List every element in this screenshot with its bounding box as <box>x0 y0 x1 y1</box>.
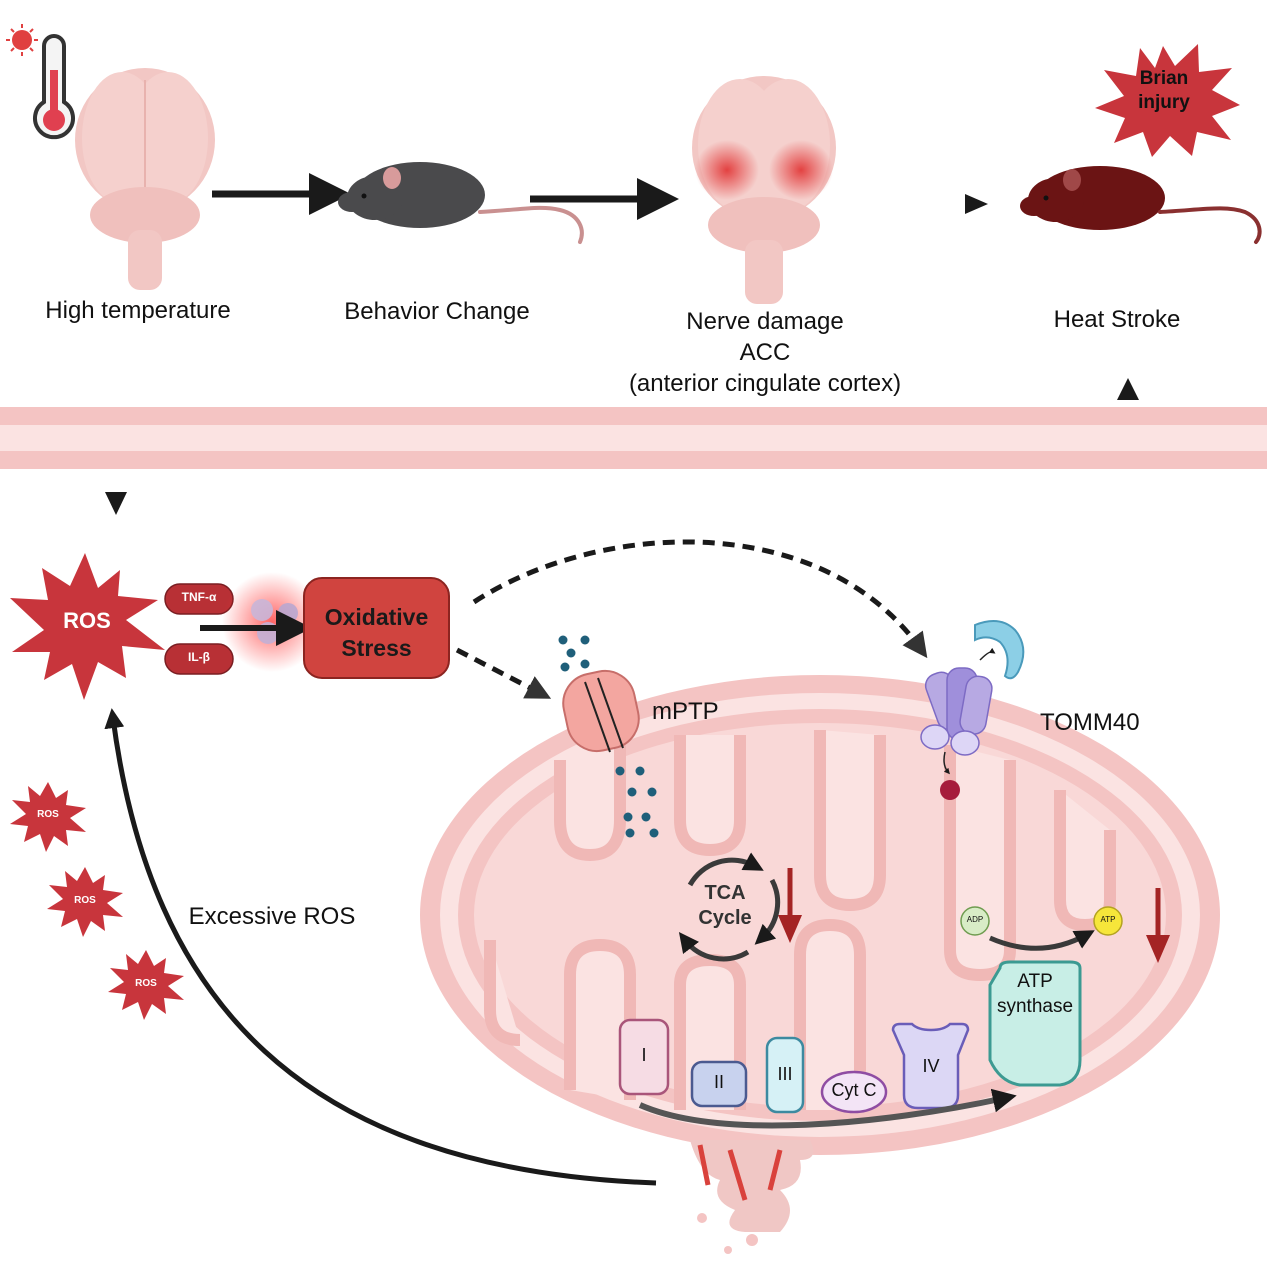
complex-III <box>765 1036 805 1114</box>
adp-molecule <box>960 906 990 936</box>
complex-IV <box>891 1022 970 1110</box>
thermometer-icon <box>33 34 75 140</box>
mouse-red-icon <box>1020 166 1262 244</box>
ros-small-bursts <box>10 782 184 1020</box>
label-tnf: TNF-α <box>181 590 217 604</box>
label-tca: TCA <box>704 882 746 904</box>
label-excessive-ros: Excessive ROS <box>188 903 356 930</box>
cytokine-il-pill <box>164 643 234 675</box>
label-ros-small-2: ROS <box>74 895 96 906</box>
label-mptp: mPTP <box>652 698 719 725</box>
label-complex-IV: IV <box>922 1056 940 1076</box>
cell-membrane <box>0 407 1267 469</box>
label-tomm40: TOMM40 <box>1040 709 1140 736</box>
brain-injury-burst <box>1095 44 1240 157</box>
label-complex-III: III <box>777 1064 793 1084</box>
complex-I <box>618 1018 670 1096</box>
ion-dots <box>558 635 659 838</box>
brain-acc-icon <box>692 76 836 304</box>
label-cyt-c: Cyt C <box>831 1080 877 1100</box>
arrow-electron-flow <box>638 1088 1017 1129</box>
down-arrow-tca <box>778 868 802 943</box>
label-stress: Stress <box>341 635 412 661</box>
label-heat-stroke: Heat Stroke <box>1053 306 1181 333</box>
oxidative-stress-box <box>303 577 450 679</box>
ros-burst <box>10 553 165 700</box>
label-oxidative: Oxidative <box>324 604 429 630</box>
tca-cycle-arrows <box>678 852 781 962</box>
label-adp: ADP <box>966 915 984 924</box>
mptp-channel <box>562 669 640 753</box>
label-acc-full: (anterior cingulate cortex) <box>628 370 902 397</box>
label-high-temperature: High temperature <box>45 297 231 324</box>
arrow-oxidative-to-tomm40 <box>472 539 928 659</box>
complex-II <box>690 1060 748 1108</box>
inflammation-glow <box>222 572 322 672</box>
atp-synthase <box>988 960 1082 1087</box>
label-nerve-damage: Nerve damage <box>686 308 844 335</box>
label-complex-II: II <box>713 1072 724 1092</box>
sun-icon <box>6 24 38 56</box>
label-ros-main: ROS <box>63 608 111 633</box>
label-ros-small-3: ROS <box>135 978 157 989</box>
label-behavior-change: Behavior Change <box>344 298 530 325</box>
label-atp-synthase-2: synthase <box>996 996 1074 1017</box>
arrow-oxidative-to-mptp <box>455 647 552 699</box>
label-acc: ACC <box>739 339 791 366</box>
arrow-adp-to-atp <box>988 930 1095 951</box>
label-injury: injury <box>1138 92 1190 113</box>
label-atp-synthase-1: ATP <box>1017 971 1053 992</box>
arrow-excessive-ros <box>104 708 657 1186</box>
cyt-c <box>820 1070 888 1114</box>
label-complex-I: I <box>641 1045 647 1065</box>
label-brian: Brian <box>1139 68 1189 89</box>
tomm40-complex <box>920 620 1025 800</box>
label-il: IL-β <box>188 650 210 664</box>
label-atp: ATP <box>1100 915 1116 924</box>
mouse-icon <box>338 162 584 244</box>
label-cycle: Cycle <box>698 907 752 929</box>
label-ros-small-1: ROS <box>37 809 59 820</box>
atp-molecule <box>1093 906 1123 936</box>
down-arrow-atp <box>1146 888 1170 963</box>
brain-icon <box>75 68 215 290</box>
membrane-rupture <box>690 1140 814 1254</box>
